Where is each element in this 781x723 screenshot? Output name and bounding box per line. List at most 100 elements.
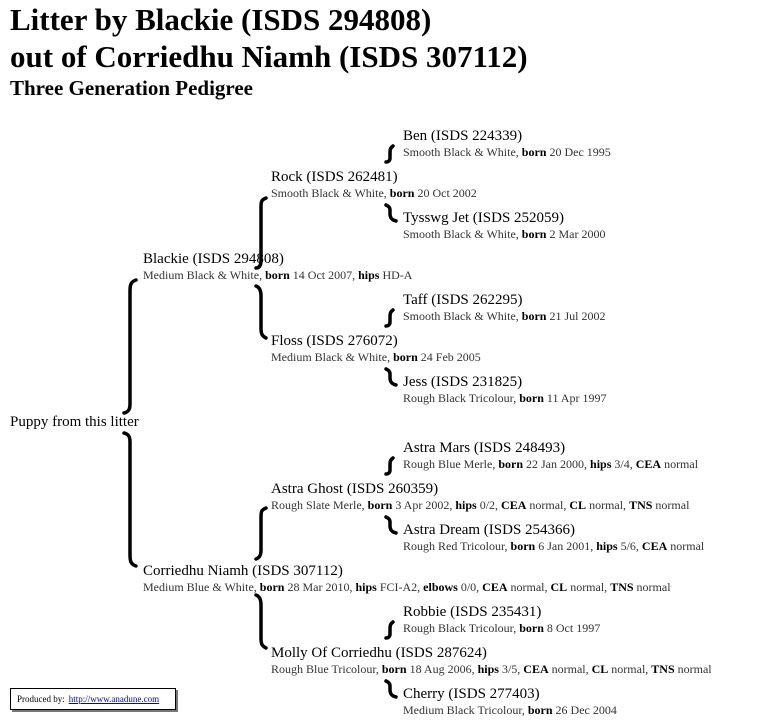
attribute-key: born — [527, 703, 553, 717]
attribute-value: 0/2, — [476, 498, 502, 512]
attribute-key: born — [519, 391, 544, 405]
attribute-value: 11 Apr 1997 — [543, 391, 607, 405]
dam-dam-node: Molly Of Corriedhu (ISDS 287624) Rough B… — [271, 644, 712, 677]
root-bracket-upper — [122, 278, 138, 415]
dam-sire-sire-name: Astra Mars (ISDS 248493) — [403, 440, 566, 456]
attribute-value: 20 Dec 1995 — [546, 145, 611, 159]
attribute-key: CEA — [523, 662, 549, 676]
attribute-key: TNS — [610, 580, 634, 594]
attribute-value: 24 Feb 2005 — [417, 350, 481, 364]
dam-bracket-upper — [254, 506, 268, 561]
sire-dam-dam-desc: Rough Black Tricolour, born 11 Apr 1997 — [403, 391, 606, 406]
ghost-bracket-upper — [384, 456, 395, 476]
dam-sire-dam-name: Astra Dream (ISDS 254366) — [403, 522, 576, 538]
dam-sire-name: Astra Ghost (ISDS 260359) — [271, 481, 439, 497]
attribute-value: 0/0, — [457, 580, 483, 594]
attribute-key: CEA — [501, 498, 527, 512]
attribute-key: born — [519, 621, 544, 635]
floss-bracket-lower — [384, 367, 398, 387]
coat-description: Smooth Black & White, — [403, 309, 522, 323]
attribute-key: born — [393, 350, 418, 364]
sire-sire-dam-node: Tysswg Jet (ISDS 252059) Smooth Black & … — [403, 209, 605, 242]
coat-description: Smooth Black & White, — [271, 186, 390, 200]
attribute-key: CL — [569, 498, 587, 512]
sire-sire-sire-node: Ben (ISDS 224339) Smooth Black & White, … — [403, 127, 611, 160]
dam-sire-node: Astra Ghost (ISDS 260359) Rough Slate Me… — [271, 480, 689, 513]
attribute-key: born — [498, 457, 524, 471]
sire-dam-sire-node: Taff (ISDS 262295) Smooth Black & White,… — [403, 291, 605, 324]
attribute-value: normal, — [567, 580, 611, 594]
sire-dam-desc: Medium Black & White, born 24 Feb 2005 — [271, 350, 481, 365]
dam-dam-sire-desc: Rough Black Tricolour, born 8 Oct 1997 — [403, 621, 600, 636]
ghost-bracket-lower — [384, 515, 398, 535]
attribute-key: hips — [477, 662, 499, 676]
attribute-key: CEA — [482, 580, 508, 594]
attribute-value: 6 Jan 2001, — [535, 539, 597, 553]
attribute-key: born — [259, 580, 285, 594]
attribute-value: 28 Mar 2010, — [284, 580, 356, 594]
coat-description: Rough Blue Merle, — [403, 457, 499, 471]
dam-sire-desc: Rough Slate Merle, born 3 Apr 2002, hips… — [271, 498, 689, 513]
dam-sire-dam-desc: Rough Red Tricolour, born 6 Jan 2001, hi… — [403, 539, 704, 554]
attribute-key: hips — [355, 580, 377, 594]
dam-node: Corriedhu Niamh (ISDS 307112) Medium Blu… — [143, 562, 671, 595]
root-bracket-lower — [122, 431, 138, 568]
attribute-key: CL — [591, 662, 609, 676]
sire-sire-sire-name: Ben (ISDS 224339) — [403, 128, 523, 144]
attribute-value: normal, — [507, 580, 551, 594]
dam-bracket-lower — [254, 593, 268, 650]
attribute-value: 8 Oct 1997 — [543, 621, 601, 635]
dam-dam-desc: Rough Blue Tricolour, born 18 Aug 2006, … — [271, 662, 712, 677]
attribute-key: CL — [550, 580, 568, 594]
attribute-value: 22 Jan 2000, — [523, 457, 591, 471]
dam-dam-dam-node: Cherry (ISDS 277403) Medium Black Tricol… — [403, 685, 617, 718]
dam-dam-sire-name: Robbie (ISDS 235431) — [403, 604, 542, 620]
produced-by-box: Produced by: http://www.anadune.com — [10, 688, 176, 710]
attribute-key: hips — [590, 457, 612, 471]
attribute-key: born — [521, 309, 547, 323]
attribute-value: 3 Apr 2002, — [392, 498, 456, 512]
sire-bracket-lower — [254, 284, 268, 340]
sire-sire-sire-desc: Smooth Black & White, born 20 Dec 1995 — [403, 145, 611, 160]
attribute-value: 21 Jul 2002 — [546, 309, 606, 323]
attribute-value: normal, — [608, 662, 652, 676]
coat-description: Smooth Black & White, — [403, 145, 522, 159]
rock-bracket-lower — [384, 203, 398, 223]
attribute-key: hips — [455, 498, 477, 512]
sire-dam-dam-name: Jess (ISDS 231825) — [403, 374, 523, 390]
sire-dam-name: Floss (ISDS 276072) — [271, 333, 398, 349]
coat-description: Medium Black Tricolour, — [403, 703, 528, 717]
attribute-value: normal, — [526, 498, 570, 512]
coat-description: Rough Slate Merle, — [271, 498, 368, 512]
attribute-value: 5/6, — [617, 539, 642, 553]
sire-bracket-upper — [254, 196, 268, 270]
dam-name: Corriedhu Niamh (ISDS 307112) — [143, 563, 343, 579]
attribute-key: hips — [358, 268, 380, 282]
coat-description: Medium Black & White, — [143, 268, 266, 282]
attribute-value: normal — [633, 580, 671, 594]
attribute-value: HD-A — [379, 268, 413, 282]
attribute-value: 3/4, — [611, 457, 636, 471]
sire-desc: Medium Black & White, born 14 Oct 2007, … — [143, 268, 412, 283]
dam-sire-sire-desc: Rough Blue Merle, born 22 Jan 2000, hips… — [403, 457, 698, 472]
attribute-value: normal, — [586, 498, 630, 512]
attribute-key: CEA — [635, 457, 662, 471]
attribute-key: hips — [596, 539, 618, 553]
attribute-value: 3/5, — [498, 662, 524, 676]
page-subtitle: Three Generation Pedigree — [10, 76, 253, 100]
attribute-key: TNS — [629, 498, 653, 512]
page-title: Litter by Blackie (ISDS 294808) — [10, 2, 432, 37]
attribute-key: TNS — [651, 662, 675, 676]
sire-sire-dam-desc: Smooth Black & White, born 2 Mar 2000 — [403, 227, 605, 242]
rock-bracket-upper — [384, 144, 395, 164]
attribute-value: 26 Dec 2004 — [552, 703, 617, 717]
attribute-key: born — [265, 268, 290, 282]
producer-link[interactable]: http://www.anadune.com — [68, 694, 160, 704]
page-title-line-2: out of Corriedhu Niamh (ISDS 307112) — [10, 39, 528, 74]
attribute-key: born — [510, 539, 536, 553]
attribute-value: FCI-A2, — [376, 580, 424, 594]
sire-sire-name: Rock (ISDS 262481) — [271, 169, 398, 185]
sire-sire-desc: Smooth Black & White, born 20 Oct 2002 — [271, 186, 477, 201]
coat-description: Medium Blue & White, — [143, 580, 260, 594]
